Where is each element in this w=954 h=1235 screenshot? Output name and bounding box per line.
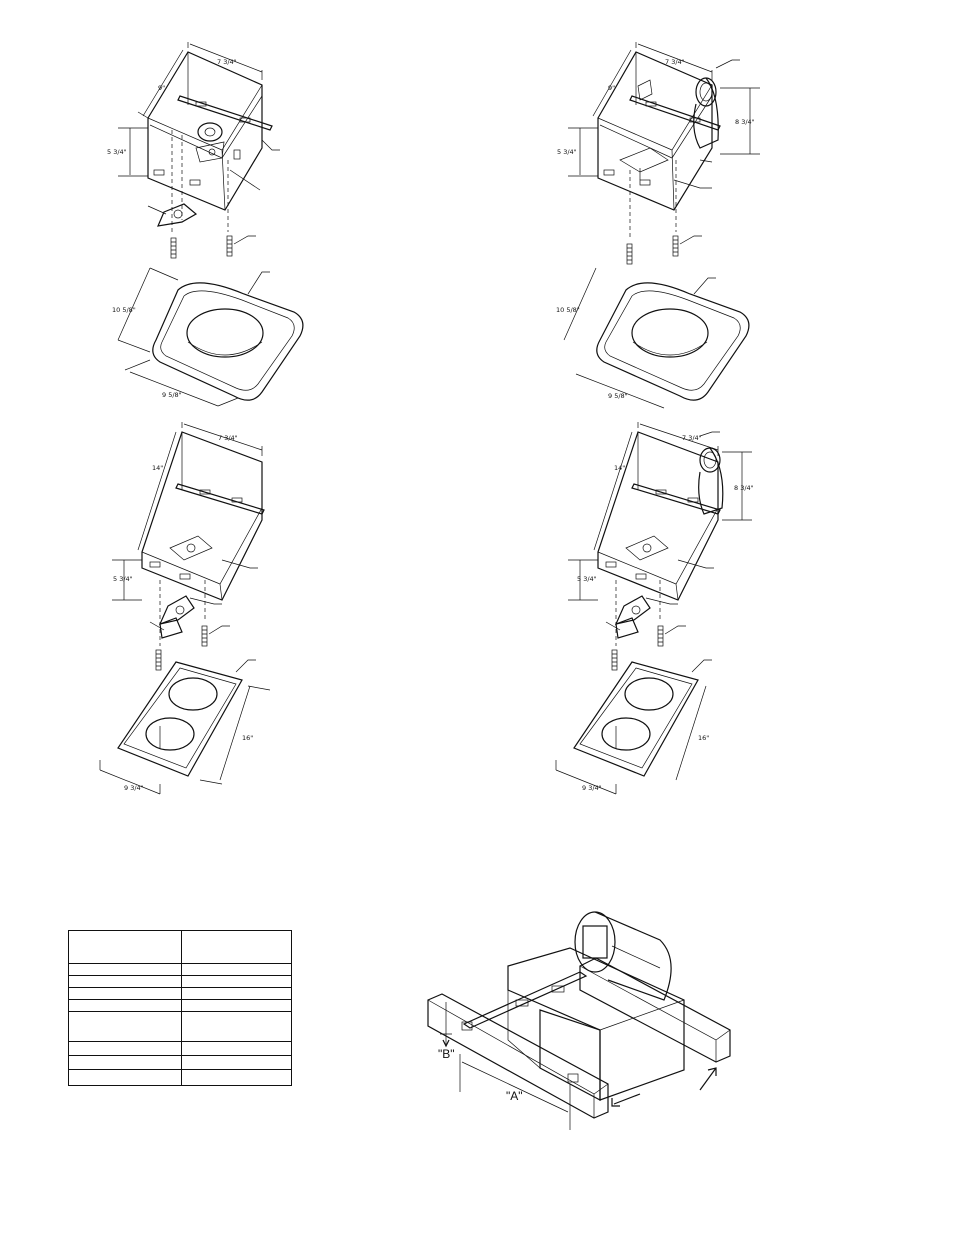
table-row (68, 963, 292, 976)
svg-text:9": 9" (608, 84, 615, 92)
fan-single-left: 7 3/4" 9" 5 3/4" 10 5/8" 9 5/8" (107, 42, 304, 407)
fan-double-left: 7 3/4" 14" 5 3/4" 16" 9 3/4" (99, 422, 271, 795)
svg-text:"A": "A" (506, 1089, 523, 1103)
table-row (68, 999, 292, 1012)
svg-text:9": 9" (158, 84, 165, 92)
svg-text:7 3/4": 7 3/4" (217, 58, 237, 66)
table-row (68, 1055, 292, 1070)
fan-double-right: 7 3/4" 14" 8 3/4" 5 3/4" 16" 9 3/4" (555, 422, 754, 795)
svg-text:"B": "B" (438, 1047, 455, 1061)
svg-text:10 5/8": 10 5/8" (112, 306, 136, 314)
table-row (68, 1011, 292, 1042)
table-row (68, 987, 292, 1000)
svg-text:5 3/4": 5 3/4" (557, 148, 577, 156)
table-row (68, 1069, 292, 1086)
dimension-table (68, 930, 292, 1086)
svg-text:14": 14" (614, 464, 625, 472)
svg-text:16": 16" (698, 734, 709, 742)
svg-text:9 5/8": 9 5/8" (608, 392, 628, 400)
svg-text:7 3/4": 7 3/4" (682, 434, 702, 442)
fan-single-right: 7 3/4" 9" 5 3/4" 8 3/4" 10 5/8" 9 5/8" (556, 42, 760, 409)
svg-text:9 3/4": 9 3/4" (124, 784, 144, 792)
svg-text:5 3/4": 5 3/4" (577, 575, 597, 583)
svg-text:7 3/4": 7 3/4" (218, 434, 238, 442)
mounting-diagram: "B" "A" (427, 911, 731, 1130)
table-header-row (68, 930, 292, 964)
table-row (68, 975, 292, 988)
svg-text:10 5/8": 10 5/8" (556, 306, 580, 314)
svg-text:9 5/8": 9 5/8" (162, 391, 182, 399)
svg-text:7 3/4": 7 3/4" (665, 58, 685, 66)
svg-text:14": 14" (152, 464, 163, 472)
svg-text:8 3/4": 8 3/4" (734, 484, 754, 492)
table-row (68, 1041, 292, 1056)
svg-text:8 3/4": 8 3/4" (735, 118, 755, 126)
svg-text:5 3/4": 5 3/4" (113, 575, 133, 583)
svg-text:5 3/4": 5 3/4" (107, 148, 127, 156)
svg-text:16": 16" (242, 734, 253, 742)
svg-text:9 3/4": 9 3/4" (582, 784, 602, 792)
